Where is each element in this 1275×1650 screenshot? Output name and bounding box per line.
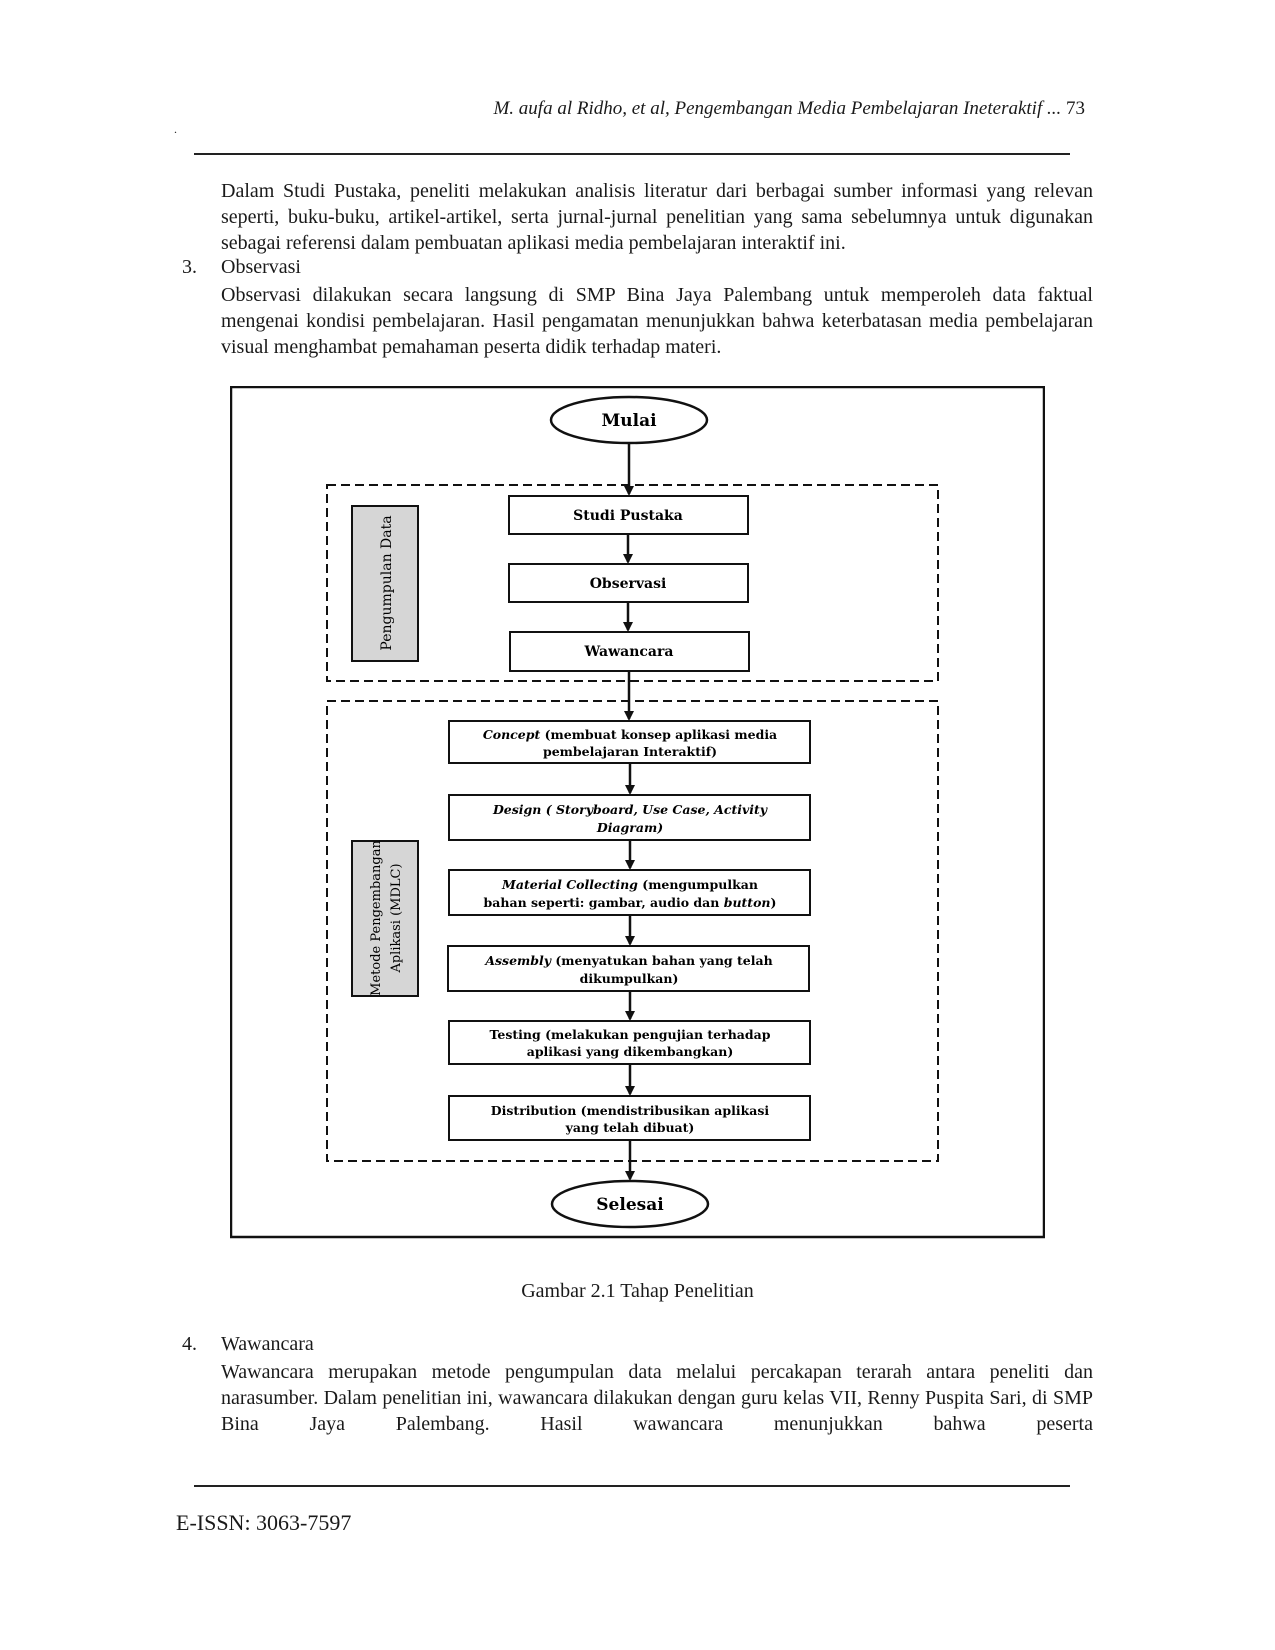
material-line2b: button (724, 895, 771, 910)
item-4-number: 4. (182, 1333, 197, 1355)
concept-rest: (membuat konsep aplikasi media (540, 727, 777, 742)
eissn: E-ISSN: 3063-7597 (176, 1510, 352, 1535)
group-label-box-2 (351, 840, 419, 997)
step-testing-line2: aplikasi yang dikembangkan) (527, 1044, 734, 1059)
step-studi-pustaka-label: Studi Pustaka (573, 508, 683, 524)
step-material-collecting (448, 869, 811, 916)
concept-italic: Concept (483, 727, 541, 742)
paragraph-studi-pustaka: Dalam Studi Pustaka, peneliti melakukan … (221, 180, 1093, 254)
step-wawancara (509, 631, 750, 672)
step-assembly (447, 945, 810, 992)
step-wawancara-label: Wawancara (584, 644, 674, 660)
group-pengumpulan-data (326, 484, 939, 682)
assembly-rest: (menyatukan bahan yang telah (551, 953, 773, 968)
step-distribution (448, 1095, 811, 1141)
step-distribution-line1: Distribution (mendistribusikan aplikasi (491, 1103, 770, 1118)
step-concept-line2: pembelajaran Interaktif) (543, 744, 717, 759)
research-flowchart: Mulai Pengumpulan Data Studi Pustaka Obs… (230, 386, 1045, 1239)
step-material-line2: bahan seperti: gambar, audio dan button) (484, 895, 777, 910)
group-mdlc (326, 700, 939, 1162)
page-number: 73 (1066, 98, 1085, 119)
item-3-number: 3. (182, 256, 197, 278)
design-italic: Design (492, 802, 541, 817)
header-rule (194, 153, 1070, 155)
start-label: Mulai (601, 411, 657, 431)
step-assembly-line2: dikumpulkan) (580, 971, 679, 986)
step-design-line1: Design ( Storyboard, Use Case, Activity (492, 802, 768, 817)
stray-dot: . (174, 122, 177, 136)
step-distribution-line2: yang telah dibuat) (565, 1120, 695, 1135)
material-line2a: bahan seperti: gambar, audio dan (484, 895, 724, 910)
step-studi-pustaka (508, 495, 749, 535)
end-terminal (550, 1179, 710, 1229)
group-label-pengumpulan: Pengumpulan Data (379, 515, 395, 650)
step-observasi-label: Observasi (590, 576, 667, 592)
paragraph-observasi: Observasi dilakukan secara langsung di S… (221, 284, 1093, 358)
paragraph-wawancara: Wawancara merupakan metode pengumpulan d… (221, 1361, 1093, 1435)
item-3-title: Observasi (221, 256, 301, 278)
material-italic: Material Collecting (501, 877, 638, 892)
step-assembly-line1: Assembly (menyatukan bahan yang telah (484, 953, 772, 968)
material-line2c: ) (771, 895, 777, 910)
group-label-mdlc-line2: Aplikasi (MDLC) (389, 863, 404, 973)
group-label-mdlc-line1: Metode Pengembangan (369, 840, 384, 996)
step-testing-line1: Testing (melakukan pengujian terhadap (490, 1027, 771, 1042)
item-4-title: Wawancara (221, 1333, 314, 1355)
step-testing (448, 1020, 811, 1065)
end-label: Selesai (596, 1195, 664, 1215)
assembly-italic: Assembly (484, 953, 551, 968)
material-rest: (mengumpulkan (638, 877, 758, 892)
running-head: M. aufa al Ridho, et al, Pengembangan Me… (493, 98, 1085, 120)
footer-rule (194, 1485, 1070, 1487)
step-design-line2: Diagram) (596, 820, 663, 835)
step-material-line1: Material Collecting (mengumpulkan (501, 877, 758, 892)
design-rest: ( Storyboard, Use Case, Activity (541, 802, 767, 817)
step-concept (448, 720, 811, 764)
group-label-box-1 (351, 505, 419, 662)
step-concept-line1: Concept (membuat konsep aplikasi media (483, 727, 777, 742)
step-design (448, 794, 811, 841)
figure-caption: Gambar 2.1 Tahap Penelitian (521, 1280, 754, 1302)
running-title: M. aufa al Ridho, et al, Pengembangan Me… (493, 98, 1062, 119)
